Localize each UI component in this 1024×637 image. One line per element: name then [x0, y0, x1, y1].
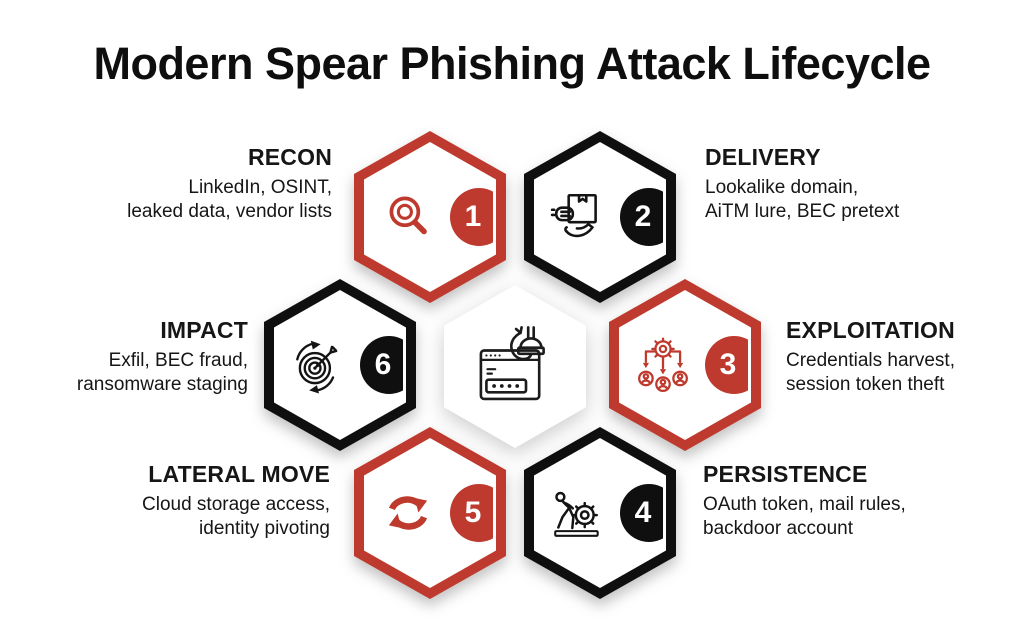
hexagon-border: 2 — [524, 131, 676, 303]
hexagon-impact: 6 — [264, 279, 416, 451]
hexagon-inner: 4 — [534, 438, 666, 588]
stage-number-clip: 5 — [364, 438, 493, 588]
stage-title: EXPLOITATION — [786, 317, 955, 343]
magnifying-glass-icon — [379, 188, 437, 246]
stage-number-clip: 6 — [274, 290, 403, 440]
stage-description-line: Credentials harvest, — [786, 350, 955, 371]
stage-title: LATERAL MOVE — [148, 461, 330, 487]
sync-arrows-icon — [379, 484, 437, 542]
hexagon-border: 1 — [354, 131, 506, 303]
stage-title: IMPACT — [160, 317, 248, 343]
stage-title: RECON — [247, 144, 332, 170]
hexagon-center — [444, 285, 586, 448]
hexagon-inner: 1 — [364, 142, 496, 292]
page-title: Modern Spear Phishing Attack Lifecycle — [93, 38, 931, 89]
stage-text-recon: RECON LinkedIn, OSINT, leaked data, vend… — [127, 144, 332, 224]
stage-description-line: AiTM lure, BEC pretext — [705, 201, 900, 222]
stage-number-badge: 2 — [620, 188, 663, 246]
stage-text-lateral-move: LATERAL MOVE Cloud storage access, ident… — [142, 461, 330, 541]
stage-number-badge: 6 — [360, 336, 403, 394]
stage-text-exploitation: EXPLOITATION Credentials harvest, sessio… — [786, 317, 955, 397]
hexagon-exploitation: 3 — [609, 279, 761, 451]
stage-text-persistence: PERSISTENCE OAuth token, mail rules, bac… — [703, 461, 906, 541]
stage-description-line: Exfil, BEC fraud, — [108, 350, 248, 371]
stage-title: PERSISTENCE — [703, 461, 868, 487]
stage-description-line: Lookalike domain, — [705, 177, 859, 198]
stage-description-line: session token theft — [786, 374, 945, 395]
stage-number-clip: 2 — [534, 142, 663, 292]
stage-description-line: LinkedIn, OSINT, — [188, 177, 332, 198]
hexagon-border: 5 — [354, 427, 506, 599]
stage-text-impact: IMPACT Exfil, BEC fraud, ransomware stag… — [77, 317, 248, 397]
hexagon-persistence: 4 — [524, 427, 676, 599]
stage-number-badge: 4 — [620, 484, 663, 542]
hexagon-inner: 3 — [619, 290, 751, 440]
stage-description-line: backdoor account — [703, 518, 853, 539]
hexagon-inner — [444, 285, 586, 448]
stage-number-badge: 5 — [450, 484, 493, 542]
stage-number-clip: 4 — [534, 438, 663, 588]
hexagon-border: 3 — [609, 279, 761, 451]
hexagon-inner: 6 — [274, 290, 406, 440]
stage-title: DELIVERY — [705, 144, 821, 170]
stage-number-clip: 3 — [619, 290, 748, 440]
gear-distribution-icon — [634, 336, 692, 394]
stage-number-clip: 1 — [364, 142, 493, 292]
hexagon-inner: 5 — [364, 438, 496, 588]
hexagon-delivery: 2 — [524, 131, 676, 303]
phishing-hook-browser-icon — [479, 325, 545, 400]
stage-description-line: ransomware staging — [76, 374, 248, 395]
hexagon-border: 4 — [524, 427, 676, 599]
package-delivery-icon — [549, 188, 607, 246]
stage-description-line: identity pivoting — [199, 518, 330, 539]
hexagon-lateral-move: 5 — [354, 427, 506, 599]
stage-number-badge: 1 — [450, 188, 493, 246]
stage-description-line: OAuth token, mail rules, — [703, 494, 906, 515]
stage-text-delivery: DELIVERY Lookalike domain, AiTM lure, BE… — [705, 144, 899, 224]
target-arrow-icon — [289, 336, 347, 394]
hexagon-border: 6 — [264, 279, 416, 451]
stage-number-badge: 3 — [705, 336, 748, 394]
stage-description-line: Cloud storage access, — [142, 494, 330, 515]
person-pushing-gear-icon — [549, 484, 607, 542]
stage-description-line: leaked data, vendor lists — [127, 201, 332, 222]
hexagon-inner: 2 — [534, 142, 666, 292]
hexagon-recon: 1 — [354, 131, 506, 303]
